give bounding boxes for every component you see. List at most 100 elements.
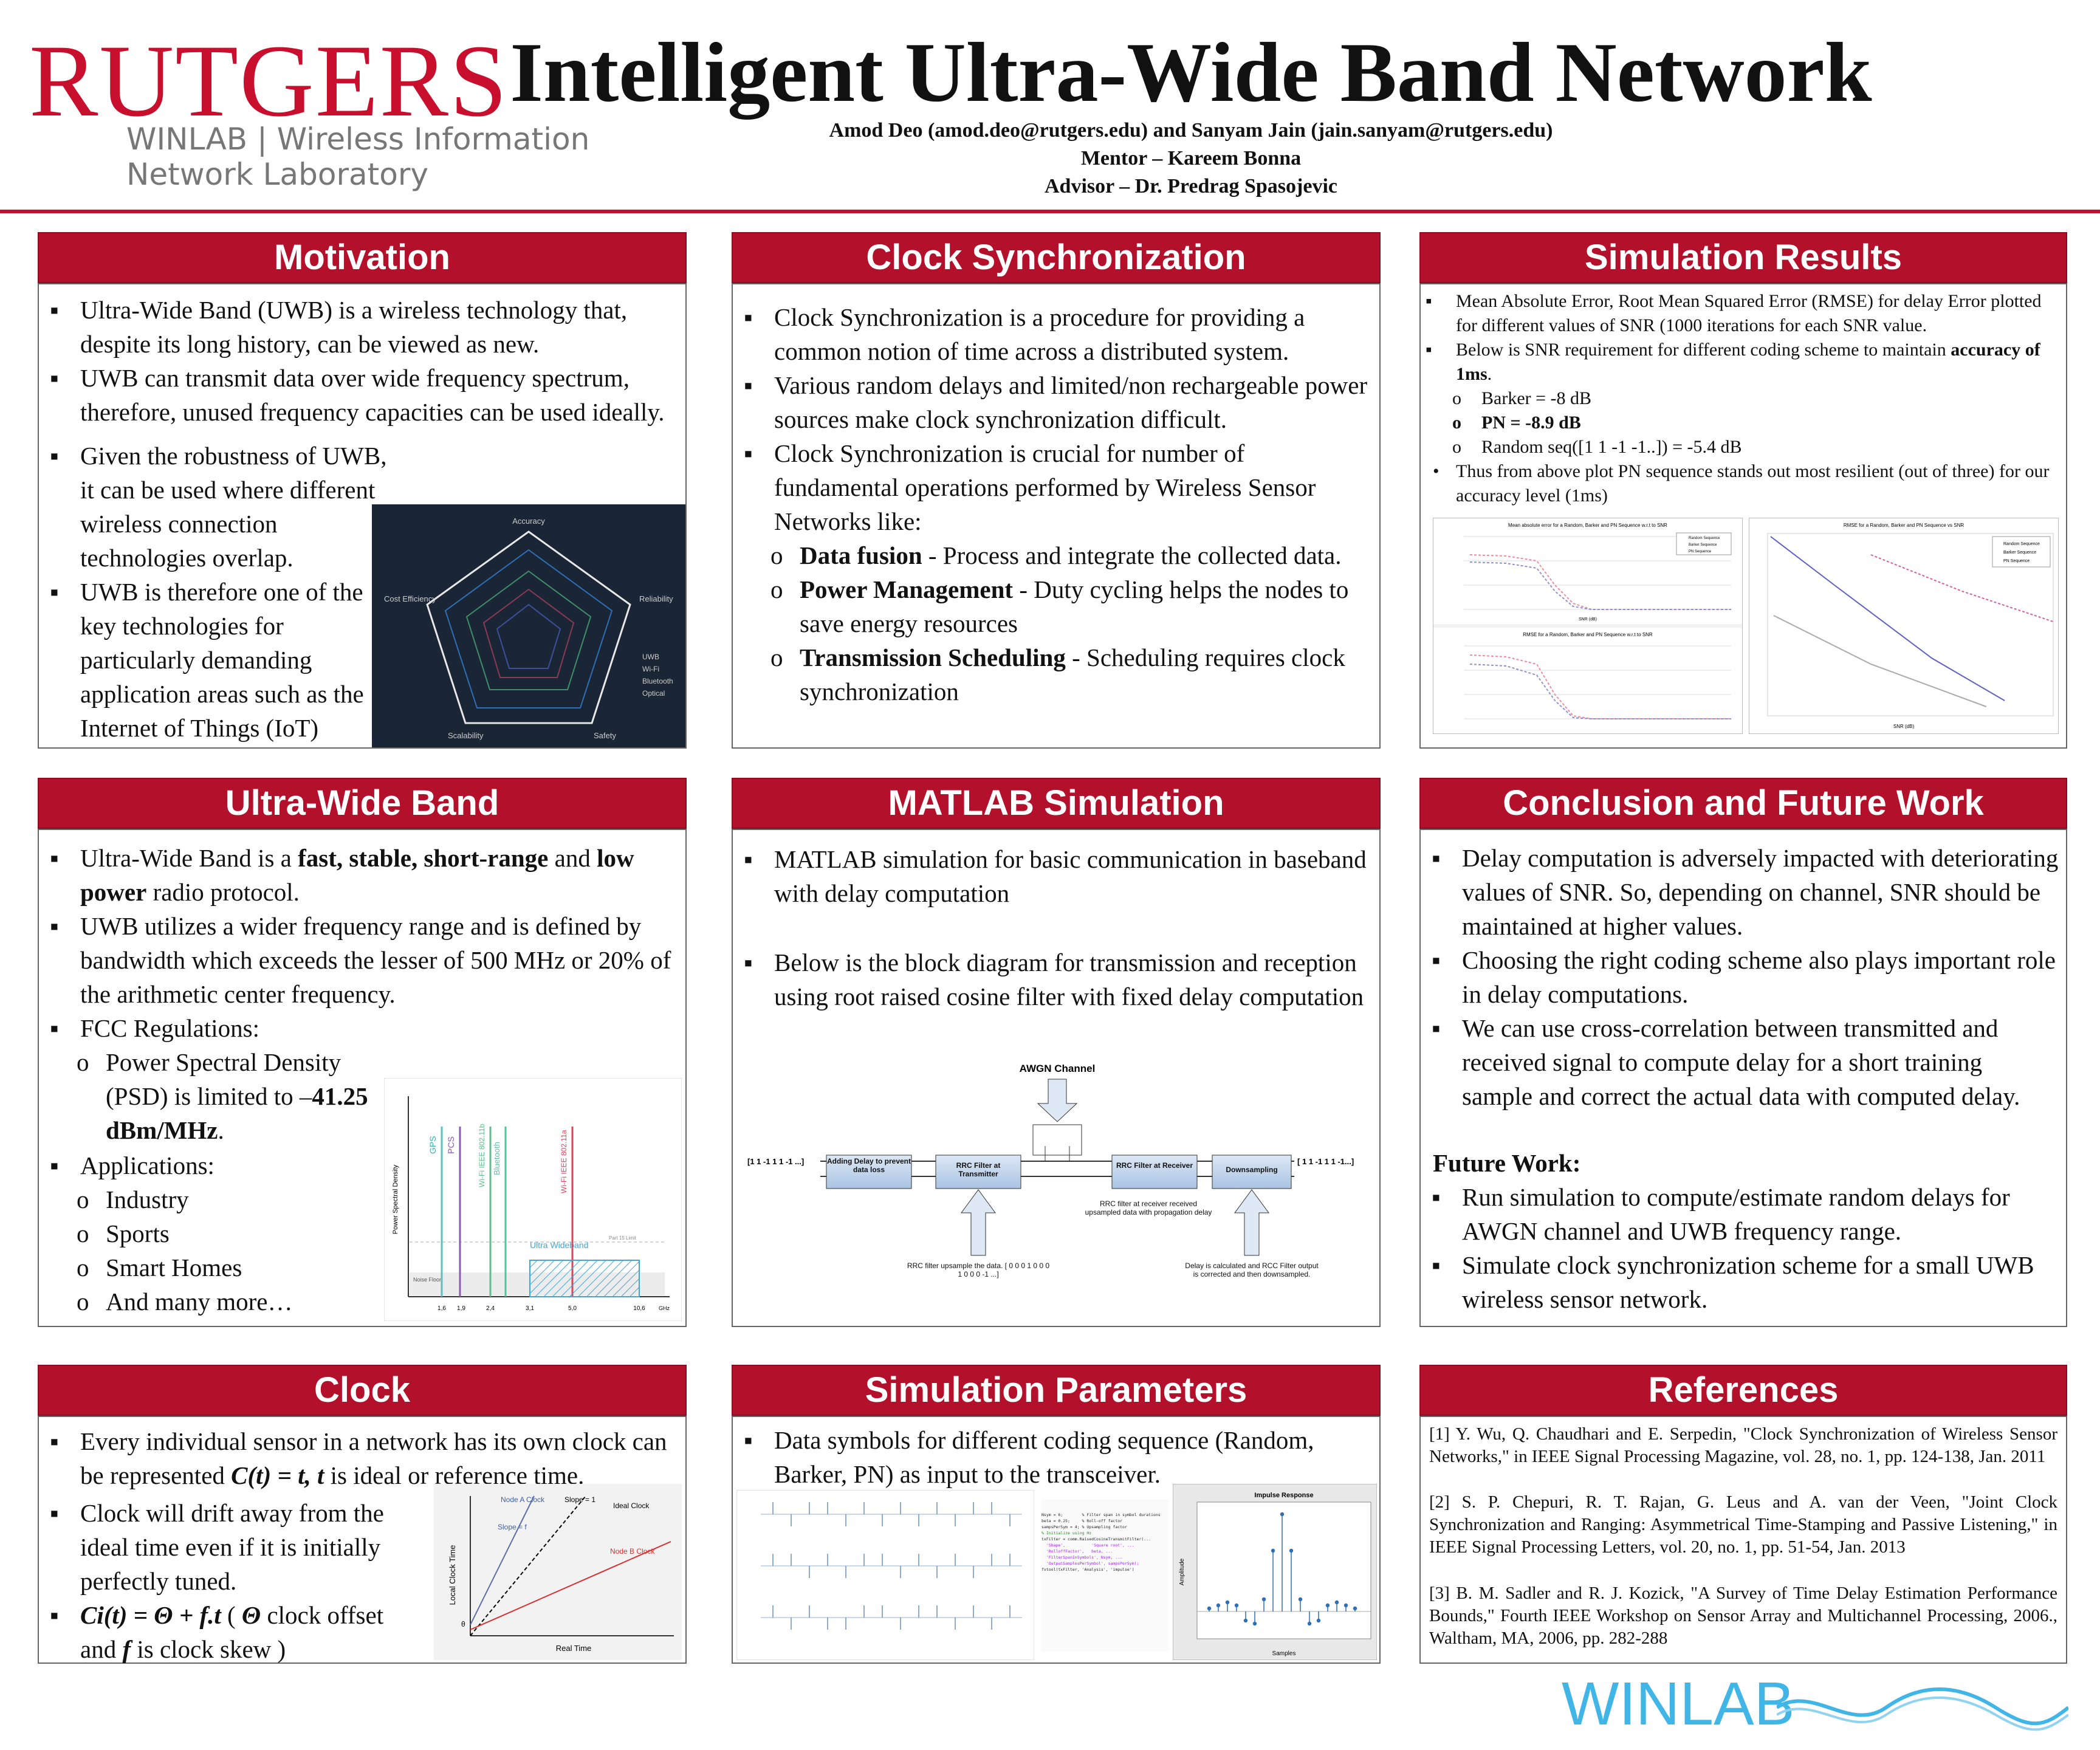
- clocksync-sub-3: Transmission Scheduling - Scheduling req…: [770, 640, 1378, 709]
- slope-f-label: Slope = f: [498, 1523, 527, 1531]
- motivation-bullet-4: UWB is therefore one of the key technolo…: [45, 575, 397, 745]
- motivation-header: Motivation: [38, 232, 687, 283]
- input-sequence: [1 1 -1 1 1 -1 ...]: [747, 1157, 804, 1166]
- clock-ylabel: Local Clock Time: [448, 1545, 457, 1605]
- node-b-label: Node B Clock: [610, 1547, 655, 1556]
- impulse-response-plot: Impulse Response Samples Amplitude: [1173, 1484, 1377, 1660]
- matlab-code-snippet: Nsym = 6; % Filter span in symbol durati…: [1041, 1500, 1169, 1652]
- rmse-legend-random: Random Sequence: [2003, 542, 2040, 546]
- block-rrc-rx: RRC Filter at Receiver: [1116, 1161, 1193, 1170]
- winlab-subtitle-1: WINLAB | Wireless Information: [126, 122, 590, 157]
- snr-barker: Barker = -8 dB: [1452, 386, 1999, 411]
- poster-title: Intelligent Ultra-Wide Band Network: [510, 26, 1872, 120]
- band-wifi-b: Wi-Fi IEEE 802.11b: [478, 1124, 486, 1187]
- impulse-xlabel: Samples: [1272, 1650, 1296, 1657]
- radar-legend-bluetooth: Bluetooth: [642, 677, 673, 685]
- matlab-header: MATLAB Simulation: [732, 778, 1381, 829]
- conclusion-bullet-3: We can use cross-correlation between tra…: [1427, 1011, 2059, 1113]
- motivation-bullet-3: Given the robustness of UWB, it can be u…: [45, 439, 397, 575]
- block-diagram: AWGN Channel [1 1 -1 1 1 -1 ...] [ 1 1 -…: [747, 1063, 1354, 1278]
- block-adding-delay: Adding Delay to prevent data loss: [826, 1157, 911, 1174]
- future-work-heading: Future Work:: [1433, 1149, 1581, 1177]
- tick-10-6: 10,6: [633, 1305, 645, 1312]
- uwb-bullet-2: UWB utilizes a wider frequency range and…: [45, 909, 677, 1011]
- header-divider: [0, 210, 2100, 213]
- reference-1: [1] Y. Wu, Q. Chaudhari and E. Serpedin,…: [1429, 1424, 2057, 1466]
- reference-2: [2] S. P. Chepuri, R. T. Rajan, G. Leus …: [1429, 1492, 2057, 1557]
- impulse-title: Impulse Response: [1254, 1492, 1313, 1499]
- radar-legend-wifi: Wi-Fi: [642, 665, 659, 673]
- rmse-plot-title: RMSE for a Random, Barker and PN Sequenc…: [1523, 632, 1653, 637]
- motivation-bullet-2: UWB can transmit data over wide frequenc…: [45, 361, 677, 429]
- tick-1-9: 1,9: [457, 1305, 465, 1312]
- matlab-bullet-1: MATLAB simulation for basic communicatio…: [739, 842, 1371, 910]
- simparams-box: Data symbols for different coding sequen…: [732, 1416, 1381, 1664]
- simresults-bullet-2: Below is SNR requirement for different c…: [1421, 338, 2059, 386]
- mae-xlabel: SNR (dB): [1579, 617, 1597, 622]
- radar-legend-uwb: UWB: [642, 653, 659, 661]
- tick-5-0: 5,0: [568, 1305, 577, 1312]
- tick-3-1: 3,1: [526, 1305, 534, 1312]
- simresults-bullet-3: •Thus from above plot PN sequence stands…: [1433, 461, 2050, 506]
- clock-xlabel: Real Time: [556, 1644, 592, 1653]
- app-industry: Industry: [77, 1182, 380, 1216]
- winlab-logo: WINLAB: [1562, 1670, 1795, 1738]
- future-bullet-2: Simulate clock synchronization scheme fo…: [1427, 1248, 2059, 1316]
- legend-barker: Barker Sequence: [1689, 543, 1717, 547]
- clock-header: Clock: [38, 1365, 687, 1416]
- uwb-band-label: Ultra Wideband: [530, 1240, 589, 1250]
- block-downsampling: Downsampling: [1226, 1165, 1278, 1174]
- radar-legend-optical: Optical: [642, 689, 665, 698]
- block-rrc-tx: RRC Filter at Transmitter: [956, 1161, 1001, 1178]
- clock-bullet-2: Clock will drift away from the ideal tim…: [45, 1496, 422, 1598]
- note-rrc-tx: RRC filter upsample the data. [ 0 0 0 1 …: [907, 1261, 1050, 1278]
- future-bullet-1: Run simulation to compute/estimate rando…: [1427, 1180, 2059, 1248]
- rmse-vs-snr-xlabel: SNR (dB): [1893, 724, 1915, 729]
- authors: Amod Deo (amod.deo@rutgers.edu) and Sany…: [829, 119, 1553, 142]
- tick-1-6: 1,6: [437, 1305, 446, 1312]
- conclusion-box: Delay computation is adversely impacted …: [1419, 829, 2067, 1327]
- references-header: References: [1419, 1365, 2067, 1416]
- uwb-bullet-3: FCC Regulations:: [45, 1011, 677, 1045]
- note-downsample: Delay is calculated and RCC Filter outpu…: [1185, 1261, 1319, 1278]
- uwb-psd: Power Spectral Density (PSD) is limited …: [77, 1045, 380, 1147]
- radar-axis-scalability: Scalability: [448, 731, 484, 740]
- clocksync-header: Clock Synchronization: [732, 232, 1381, 283]
- motivation-box: Ultra-Wide Band (UWB) is a wireless tech…: [38, 283, 687, 749]
- rmse-legend-barker: Barker Sequence: [2003, 551, 2036, 555]
- conclusion-bullet-1: Delay computation is adversely impacted …: [1427, 841, 2059, 943]
- theta-label: θ: [461, 1620, 465, 1628]
- mentor: Mentor – Kareem Bonna: [1080, 147, 1302, 170]
- radar-axis-accuracy: Accuracy: [512, 516, 545, 526]
- noise-floor-label: Noise Floor: [413, 1277, 441, 1283]
- spectrum-ylabel: Power Spectral Density: [392, 1164, 399, 1234]
- uwb-box: Ultra-Wide Band is a fast, stable, short…: [38, 829, 687, 1327]
- node-a-label: Node A Clock: [501, 1495, 545, 1504]
- matlab-bullet-2: Below is the block diagram for transmiss…: [739, 945, 1371, 1014]
- clocksync-sub-2: Power Management - Duty cycling helps th…: [770, 572, 1378, 640]
- app-more: And many more…: [77, 1285, 380, 1319]
- radar-axis-reliability: Reliability: [639, 594, 673, 603]
- references-box: [1] Y. Wu, Q. Chaudhari and E. Serpedin,…: [1419, 1416, 2067, 1664]
- legend-pn: PN Sequence: [1689, 550, 1712, 554]
- snr-random: Random seq([1 1 -1 -1..]) = -5.4 dB: [1452, 435, 1999, 459]
- app-sports: Sports: [77, 1216, 380, 1251]
- winlab-subtitle-2: Network Laboratory: [126, 157, 429, 192]
- simresults-box: Mean Absolute Error, Root Mean Squared E…: [1419, 283, 2067, 749]
- ideal-clock-label: Ideal Clock: [613, 1501, 650, 1510]
- clocksync-bullet-2: Various random delays and limited/non re…: [739, 368, 1371, 436]
- output-sequence: [ 1 1 -1 1 1 -1...]: [1297, 1157, 1354, 1166]
- clocksync-sub-1: Data fusion - Process and integrate the …: [770, 538, 1378, 572]
- legend-random: Random Sequence: [1689, 537, 1720, 540]
- radar-axis-safety: Safety: [594, 731, 616, 740]
- rmse-vs-snr-title: RMSE for a Random, Barker and PN Sequenc…: [1844, 523, 1964, 528]
- error-plots-panel: Mean absolute error for a Random, Barker…: [1433, 518, 1743, 734]
- awgn-label: AWGN Channel: [1020, 1063, 1096, 1074]
- snr-pn: PN = -8.9 dB: [1452, 411, 1999, 435]
- clock-box: Every individual sensor in a network has…: [38, 1416, 687, 1664]
- band-gps: GPS: [428, 1136, 437, 1154]
- conclusion-header: Conclusion and Future Work: [1419, 778, 2067, 829]
- rmse-snr-panel: RMSE for a Random, Barker and PN Sequenc…: [1749, 518, 2059, 734]
- simparams-header: Simulation Parameters: [732, 1365, 1381, 1416]
- impulse-ylabel: Amplitude: [1179, 1558, 1186, 1585]
